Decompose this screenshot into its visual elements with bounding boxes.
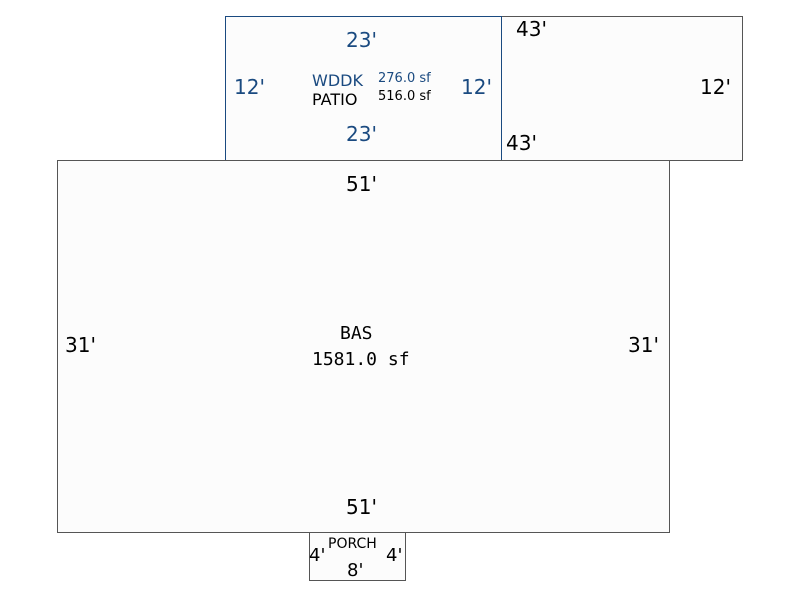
wddk-area-value: 276.0 sf <box>378 71 431 86</box>
patio-dim-right: 12' <box>700 75 731 99</box>
wddk-dim-right: 12' <box>461 75 492 99</box>
wddk-dim-bottom: 23' <box>346 122 377 146</box>
porch-dim-bottom: 8' <box>347 560 364 581</box>
porch-dim-right: 4' <box>386 545 403 566</box>
patio-dim-top: 43' <box>516 17 547 41</box>
bas-dim-bottom: 51' <box>346 495 377 519</box>
porch-area <box>309 532 406 581</box>
bas-dim-top: 51' <box>346 172 377 196</box>
wddk-area <box>225 16 502 161</box>
bas-name: BAS <box>340 323 373 344</box>
bas-dim-right: 31' <box>628 333 659 357</box>
patio-name: PATIO <box>312 90 358 109</box>
wddk-dim-top: 23' <box>346 28 377 52</box>
patio-dim-bottom: 43' <box>506 131 537 155</box>
bas-area-value: 1581.0 sf <box>312 349 410 370</box>
bas-dim-left: 31' <box>65 333 96 357</box>
patio-area-value: 516.0 sf <box>378 89 431 104</box>
wddk-dim-left: 12' <box>234 75 265 99</box>
porch-name: PORCH <box>328 536 377 552</box>
bas-area <box>57 160 670 533</box>
wddk-name: WDDK <box>312 71 363 90</box>
porch-dim-left: 4' <box>309 545 326 566</box>
